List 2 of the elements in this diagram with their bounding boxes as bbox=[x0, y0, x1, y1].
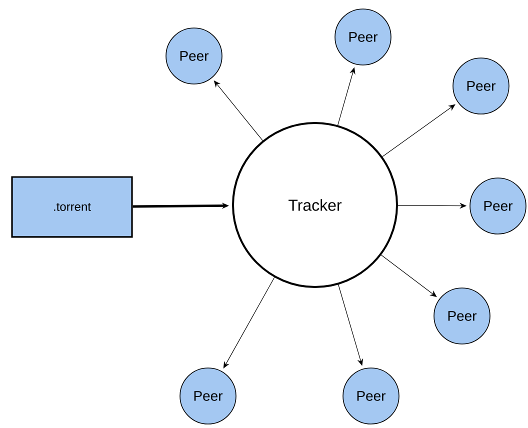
torrent-box: .torrent bbox=[11, 176, 133, 238]
arrow bbox=[382, 104, 456, 157]
